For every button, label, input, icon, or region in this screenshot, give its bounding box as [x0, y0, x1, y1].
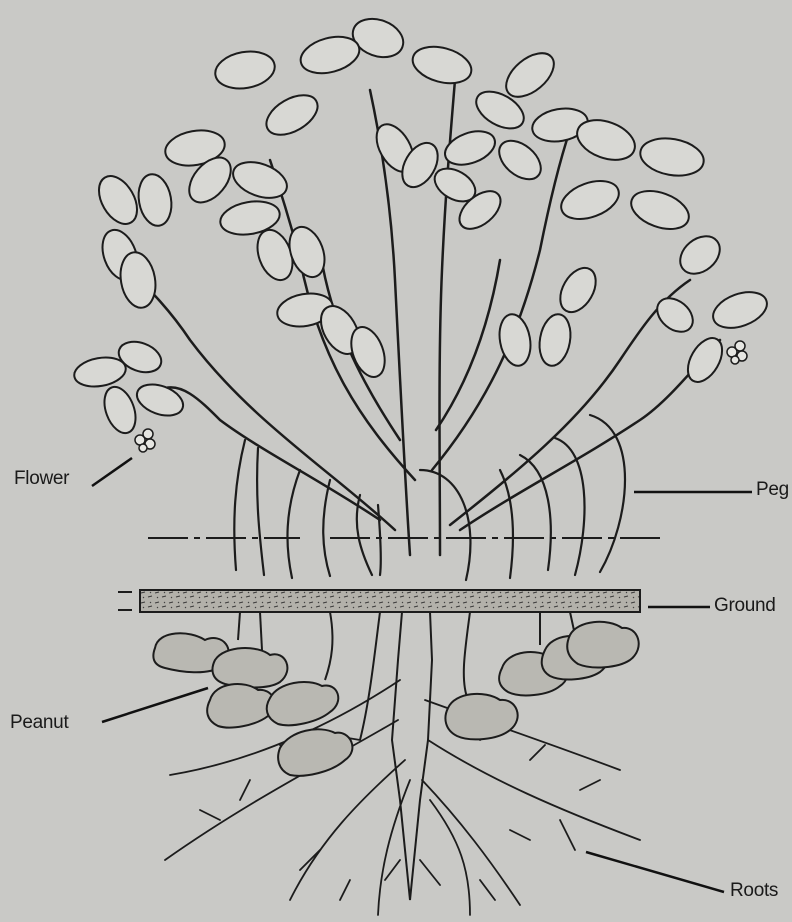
peanut-pod	[445, 694, 517, 739]
flower-left	[135, 429, 155, 452]
roots-label: Roots	[730, 880, 778, 902]
roots-leader	[586, 852, 724, 892]
peg-label: Peg	[756, 479, 789, 501]
peanut-label: Peanut	[10, 712, 68, 734]
peanut-pod	[267, 682, 339, 725]
peanut-pod	[567, 622, 639, 668]
ground-label: Ground	[714, 595, 776, 617]
peanut-leader	[102, 688, 208, 722]
flower-right	[727, 341, 747, 364]
flower-label: Flower	[14, 468, 69, 490]
ground-edge-dashes	[118, 592, 132, 610]
peanut-pod	[207, 684, 275, 728]
flower-leader	[92, 458, 132, 486]
pegs	[234, 415, 625, 580]
ground-band	[140, 590, 640, 612]
taproot	[392, 612, 432, 900]
peanut-pod	[212, 648, 287, 687]
leaves	[72, 12, 772, 437]
peanut-pod	[278, 729, 352, 775]
